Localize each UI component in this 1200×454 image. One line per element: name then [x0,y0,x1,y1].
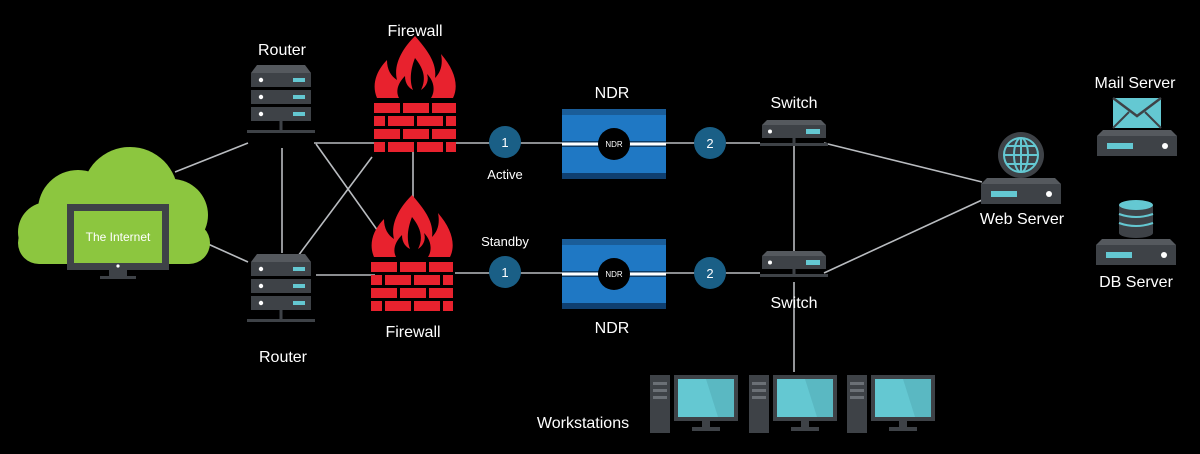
ndr-top: NDR NDR [562,85,666,179]
firewall-top: Firewall [374,23,456,152]
standby-label: Standby [481,234,529,249]
badge-bottom-in-number: 1 [501,265,508,280]
web-server-label: Web Server [980,211,1065,228]
badge-bottom-out: 2 [694,257,726,289]
server-stack-icon [247,254,315,322]
switch-top-label: Switch [770,95,817,112]
globe-server-icon [981,132,1061,204]
ndr-bottom: NDR NDR [562,239,666,337]
badge-bottom-out-number: 2 [706,266,713,281]
firewall-bottom-label: Firewall [385,324,440,341]
desktop-computer-icon [847,375,935,433]
badge-top-in-number: 1 [501,135,508,150]
switch-bottom: Switch [760,251,828,312]
firewall-bottom: Firewall [371,195,453,341]
brick-wall-flame-icon [371,195,453,311]
firewall-top-label: Firewall [387,23,442,40]
monitor-icon [67,204,169,279]
ndr-top-label: NDR [595,85,630,102]
ndr-bottom-label: NDR [595,320,630,337]
workstations-label: Workstations [537,415,629,432]
desktop-computer-icon [749,375,837,433]
router-top: Router [247,42,315,133]
network-switch-icon [760,251,828,277]
ndr-bottom-device-text: NDR [605,270,623,279]
badge-top-in: 1 [489,126,521,158]
internet-label: The Internet [86,230,151,244]
desktop-computer-icon [650,375,738,433]
badge-bottom-in: 1 [489,256,521,288]
badge-top-out-number: 2 [706,136,713,151]
db-server-label: DB Server [1099,274,1173,291]
internet-cloud: The Internet [18,147,210,279]
switch-top: Switch [760,95,828,146]
web-server: Web Server [980,132,1065,228]
workstations: Workstations [537,375,935,433]
brick-wall-flame-icon [374,36,456,152]
router-bottom: Router [247,254,315,366]
mail-server-label: Mail Server [1095,75,1177,92]
server-stack-icon [247,65,315,133]
network-switch-icon [760,120,828,146]
switch-bottom-label: Switch [770,295,817,312]
ndr-top-device-text: NDR [605,140,623,149]
badge-top-out: 2 [694,127,726,159]
active-label: Active [487,167,522,182]
db-server: DB Server [1096,200,1176,291]
mail-server: Mail Server [1095,75,1177,156]
router-bottom-label: Router [259,349,308,366]
envelope-server-icon [1097,97,1177,156]
router-top-label: Router [258,42,307,59]
database-server-icon [1096,200,1176,265]
wires [174,142,983,372]
